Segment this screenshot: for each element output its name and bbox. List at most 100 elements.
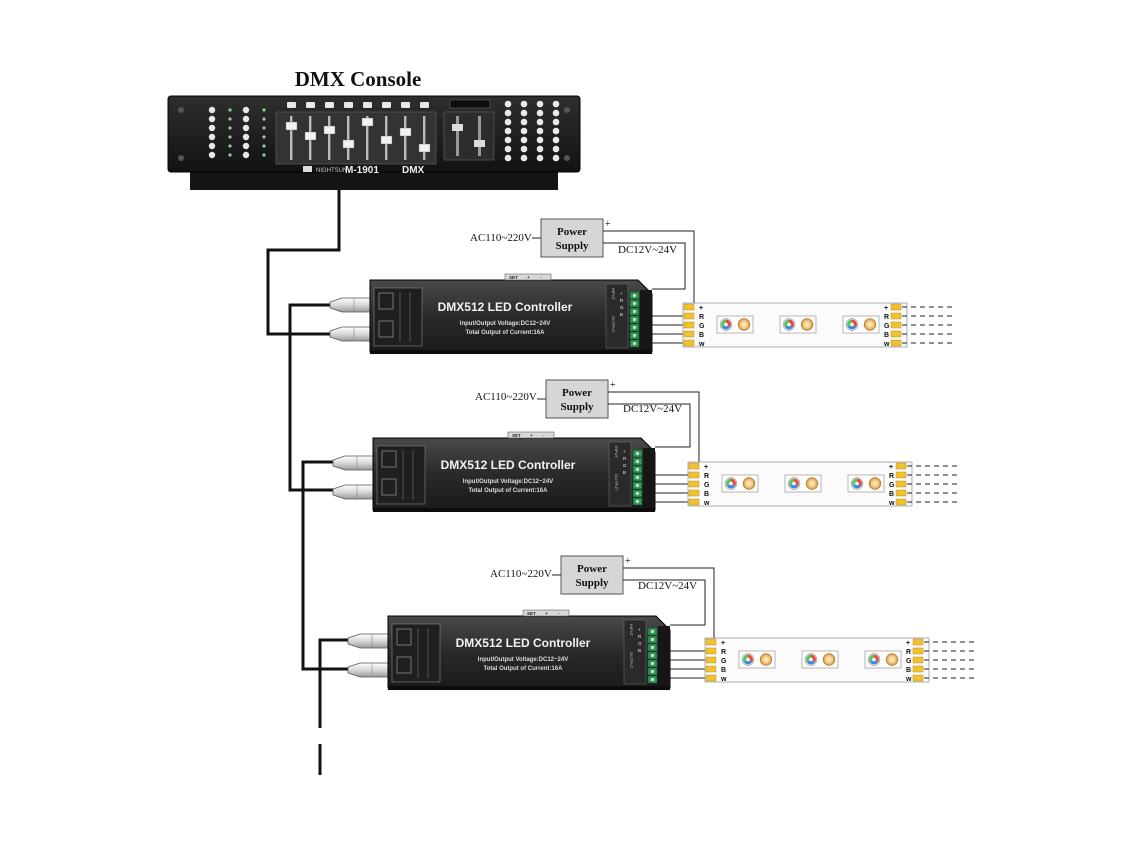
ac-voltage-label: AC110~220V: [475, 391, 537, 403]
led-chip-pair: [864, 650, 902, 669]
unit-1: PowerSupplyAC110~220V+-DC12V~24VSET+-DMX…: [329, 218, 955, 354]
rj45-port-icon: [381, 450, 397, 468]
white-led-icon: [737, 318, 751, 331]
xlr-plug-icon: [329, 326, 371, 342]
side-output-label: OUTPUT: [611, 316, 616, 333]
strip-pin-label: +: [884, 305, 888, 312]
console-button-icon: [504, 127, 512, 135]
side-output-label: OUTPUT: [629, 652, 634, 669]
console-button-icon: [536, 136, 544, 144]
xlr-plug-icon: [347, 633, 389, 649]
strip-pin-label: +: [721, 640, 725, 647]
rj45-port-icon: [396, 628, 412, 646]
terminal-screw-icon: [632, 293, 637, 298]
rgb-led-blue-segment: [784, 324, 794, 330]
terminal-screw-icon: [632, 325, 637, 330]
rack-hole-icon: [564, 155, 570, 161]
console-button-icon: [520, 118, 528, 126]
console-button-icon: [242, 124, 250, 132]
terminal-screw-icon: [635, 451, 640, 456]
xlr-plug-body: [329, 326, 371, 342]
xlr-plug-icon: [332, 484, 374, 500]
controller-side-panel: [623, 619, 647, 685]
console-led-icon: [228, 153, 232, 157]
strip-pin-label: w: [698, 341, 705, 348]
console-led-icon: [262, 153, 266, 157]
strip-pin-label: B: [889, 491, 894, 498]
solder-pad-icon: [688, 498, 700, 506]
console-top-buttons: [287, 102, 429, 108]
dc-minus-wire: [623, 579, 706, 626]
controller-current-spec: Total Output of Current:16A: [469, 488, 549, 494]
controller-voltage-spec: Input/Output Voltage:DC12~24V: [463, 479, 553, 485]
console-led-icon: [228, 135, 232, 139]
console-led-icon: [228, 126, 232, 130]
rgb-led-blue-segment: [789, 483, 799, 489]
terminal-screw-icon: [635, 475, 640, 480]
side-terminal-label: G: [638, 641, 642, 646]
console-button-icon: [520, 100, 528, 108]
console-display: [449, 99, 491, 109]
ac-voltage-label: AC110~220V: [470, 232, 532, 244]
solder-pad-icon: [683, 312, 695, 320]
strip-pin-label: w: [888, 500, 895, 507]
side-terminal-label: G: [623, 463, 627, 468]
solder-pad-icon: [688, 471, 700, 479]
console-button-icon: [536, 109, 544, 117]
terminal-screw-icon: [650, 669, 655, 674]
power-supply-label: Power: [577, 563, 607, 575]
side-terminal-label: R: [620, 298, 624, 303]
console-model: M-1901: [345, 165, 379, 176]
console-button-icon: [242, 115, 250, 123]
set-plus-label: +: [527, 275, 530, 281]
white-led-icon: [863, 318, 877, 331]
console-button-icon: [504, 154, 512, 162]
white-led-icon: [885, 653, 899, 666]
console-button-icon: [208, 151, 216, 159]
terminal-screw-icon: [650, 677, 655, 682]
solder-pad-icon: [705, 638, 717, 646]
dc-voltage-label: DC12V~24V: [638, 580, 697, 592]
solder-pad-icon: [895, 489, 907, 497]
strip-pin-label: w: [905, 676, 912, 683]
led-chip-pair: [716, 315, 754, 334]
rj45-port-icon: [378, 292, 394, 310]
rgb-led-center: [855, 481, 859, 486]
console-button-icon: [208, 124, 216, 132]
rgb-led-blue-segment: [743, 659, 753, 665]
strip-pin-label: w: [703, 500, 710, 507]
console-button-icon: [536, 118, 544, 126]
set-button-strip: [504, 273, 552, 281]
solder-pad-icon: [895, 480, 907, 488]
strip-pin-label: G: [884, 323, 890, 330]
console-led-icon: [262, 126, 266, 130]
console-button-icon: [382, 102, 391, 108]
controller-input-panel: [391, 623, 441, 683]
side-terminal-label: B: [638, 648, 641, 653]
fader-track: [290, 116, 293, 160]
console-fader-bank: [275, 111, 437, 165]
terminal-screw-icon: [632, 333, 637, 338]
console-button-icon: [552, 145, 560, 153]
strip-pin-label: R: [704, 473, 709, 480]
console-button-icon: [401, 102, 410, 108]
rack-hole-icon: [178, 107, 184, 113]
console-button-icon: [504, 136, 512, 144]
solder-pad-icon: [688, 462, 700, 470]
solder-pad-icon: [705, 656, 717, 664]
console-button-icon: [208, 133, 216, 141]
solder-pad-icon: [683, 339, 695, 347]
led-chip-pair: [779, 315, 817, 334]
dc-minus-wire: [608, 403, 691, 448]
solder-pad-icon: [890, 339, 902, 347]
rgb-led-center: [724, 322, 728, 327]
psu-plus-label: +: [625, 556, 631, 567]
side-input-label: INPUT: [629, 624, 634, 637]
console-button-icon: [552, 100, 560, 108]
console-led-icon: [228, 144, 232, 148]
solder-pad-icon: [895, 462, 907, 470]
